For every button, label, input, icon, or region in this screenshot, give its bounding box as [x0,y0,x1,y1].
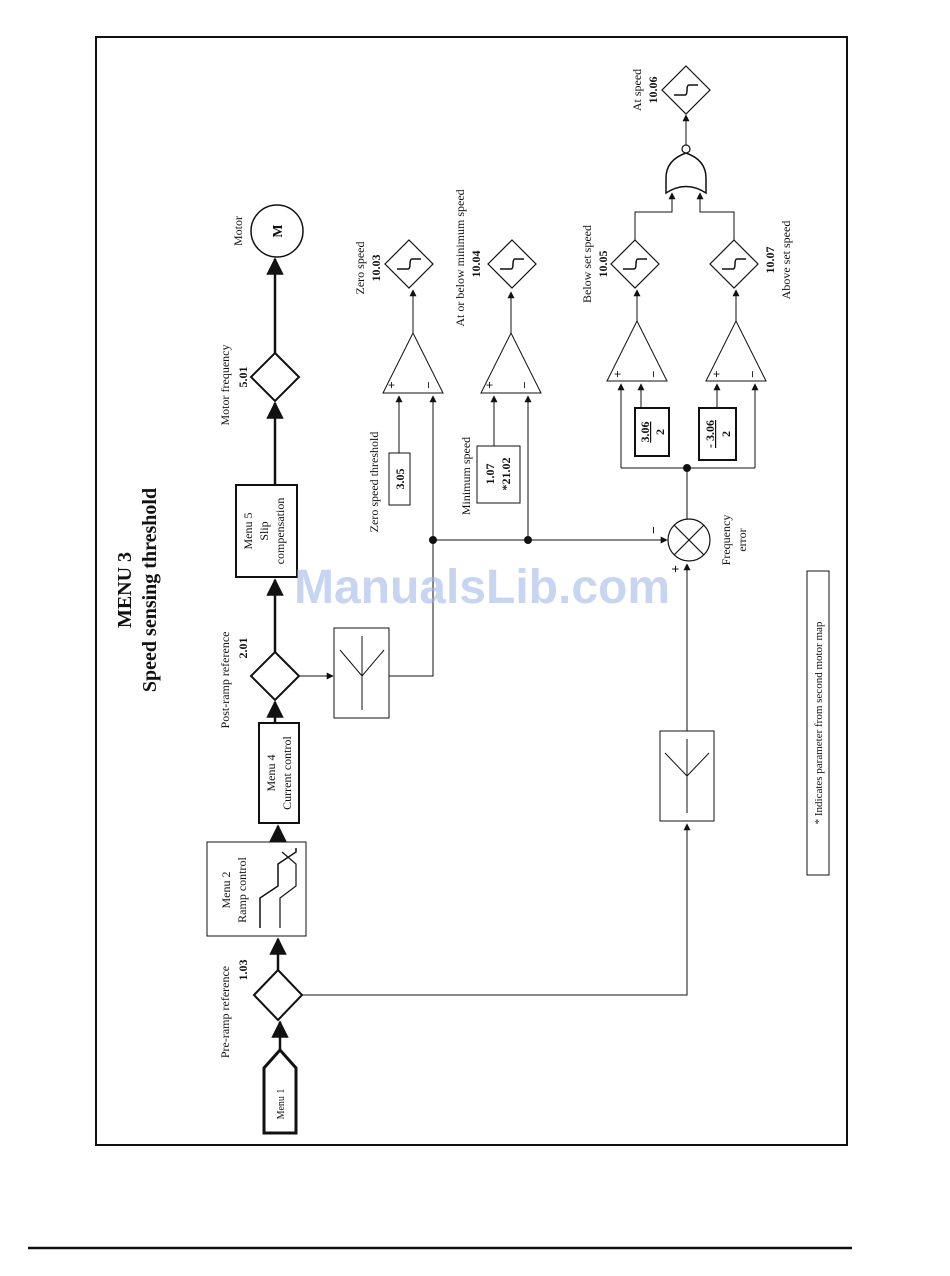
motor-frequency-diamond [249,351,301,403]
at-speed-label: At speed [630,69,644,111]
nor-gate-bubble [681,144,691,154]
min-speed-output-label: At or below minimum speed [453,189,467,326]
menu5-label-2: Slip [257,521,271,540]
above-set-comparator [705,319,767,382]
footnote-box [806,570,830,876]
menu5-label-3: compensation [273,498,287,565]
menu2-label-2: Ramp control [235,857,249,923]
menu1-block [262,1047,298,1135]
at-speed-number: 10.06 [646,77,660,104]
below-set-label: Below set speed [580,225,594,303]
menu2-label: Menu 2 [219,872,233,909]
summing-minus: − [647,526,662,534]
min-speed-output-number: 10.04 [469,251,483,278]
zero-threshold-number: 3.05 [393,469,407,490]
above-set-diamond [709,239,759,289]
pre-ramp-diamond [252,968,304,1022]
post-ramp-diamond [249,650,301,702]
post-ramp-number: 2.01 [236,638,250,659]
motor-frequency-number: 5.01 [236,367,250,388]
above-set-number: 10.07 [763,247,777,274]
lower-window-box [698,407,737,461]
threshold-step-icon [674,84,698,96]
comparator-minus: − [646,370,661,377]
page-subtitle: Speed sensing threshold [139,488,161,692]
comparator-plus: + [709,370,724,377]
comparator-plus: + [610,370,625,377]
zero-speed-number: 10.03 [369,255,383,282]
menu4-label-2: Current control [280,736,294,810]
menu1-label: Menu 1 [276,1089,287,1120]
below-set-number: 10.05 [596,251,610,278]
above-set-label: Above set speed [779,221,793,300]
min-speed-number: 1.07 [483,464,497,485]
watermark: ManualsLib.com [294,561,670,614]
threshold-step-icon [623,258,647,270]
post-ramp-label: Post-ramp reference [218,632,232,729]
motor-icon [250,204,304,258]
comparator-plus: + [384,381,399,388]
min-speed-number-2: *21.02 [499,458,513,491]
below-set-comparator [606,319,668,382]
comparator-plus: + [482,381,497,388]
min-speed-box [476,445,521,504]
upper-window-denominator: 2 [653,429,667,435]
motor-symbol: M [271,224,286,237]
comparator-minus: − [517,381,532,388]
abs-function-icon [339,649,385,677]
min-speed-label: Minimum speed [459,437,473,515]
below-set-diamond [610,239,660,289]
lower-window-denominator: 2 [719,431,733,437]
menu5-label: Menu 5 [241,513,255,550]
zero-speed-label: Zero speed [353,242,367,295]
pre-ramp-label: Pre-ramp reference [218,966,232,1058]
lower-window-numerator: - 3.06 [703,420,717,448]
junction-node [524,536,532,544]
page-title: MENU 3 [114,552,136,628]
junction-node [429,536,437,544]
abs-function-icon [664,752,710,777]
frequency-error-label: Frequency [719,515,733,566]
menu4-label: Menu 4 [264,755,278,792]
threshold-step-icon [500,258,524,270]
nor-gate [665,152,707,195]
ramp-trapezoid-icon [259,848,297,928]
zero-speed-diamond [384,239,434,289]
upper-window-numerator: 3.06 [638,422,652,443]
min-speed-diamond [487,239,537,289]
frequency-error-label-2: error [735,528,749,551]
zero-threshold-label: Zero speed threshold [367,432,381,533]
pre-ramp-number: 1.03 [236,960,250,981]
menu4-block [258,722,300,824]
motor-frequency-label: Motor frequency [218,345,232,426]
comparator-minus: − [745,370,760,377]
diagram-frame [95,36,848,1146]
threshold-step-icon [722,258,746,270]
min-speed-comparator [480,331,542,394]
at-speed-diamond [661,65,711,115]
menu5-block [235,484,298,578]
threshold-step-icon [397,258,421,270]
zero-speed-comparator [382,331,444,394]
upper-window-box [634,407,670,457]
footnote-text: * Indicates parameter from second motor … [813,621,825,824]
comparator-minus: − [421,381,436,388]
motor-label: Motor [231,216,245,246]
summing-plus: + [669,565,684,573]
